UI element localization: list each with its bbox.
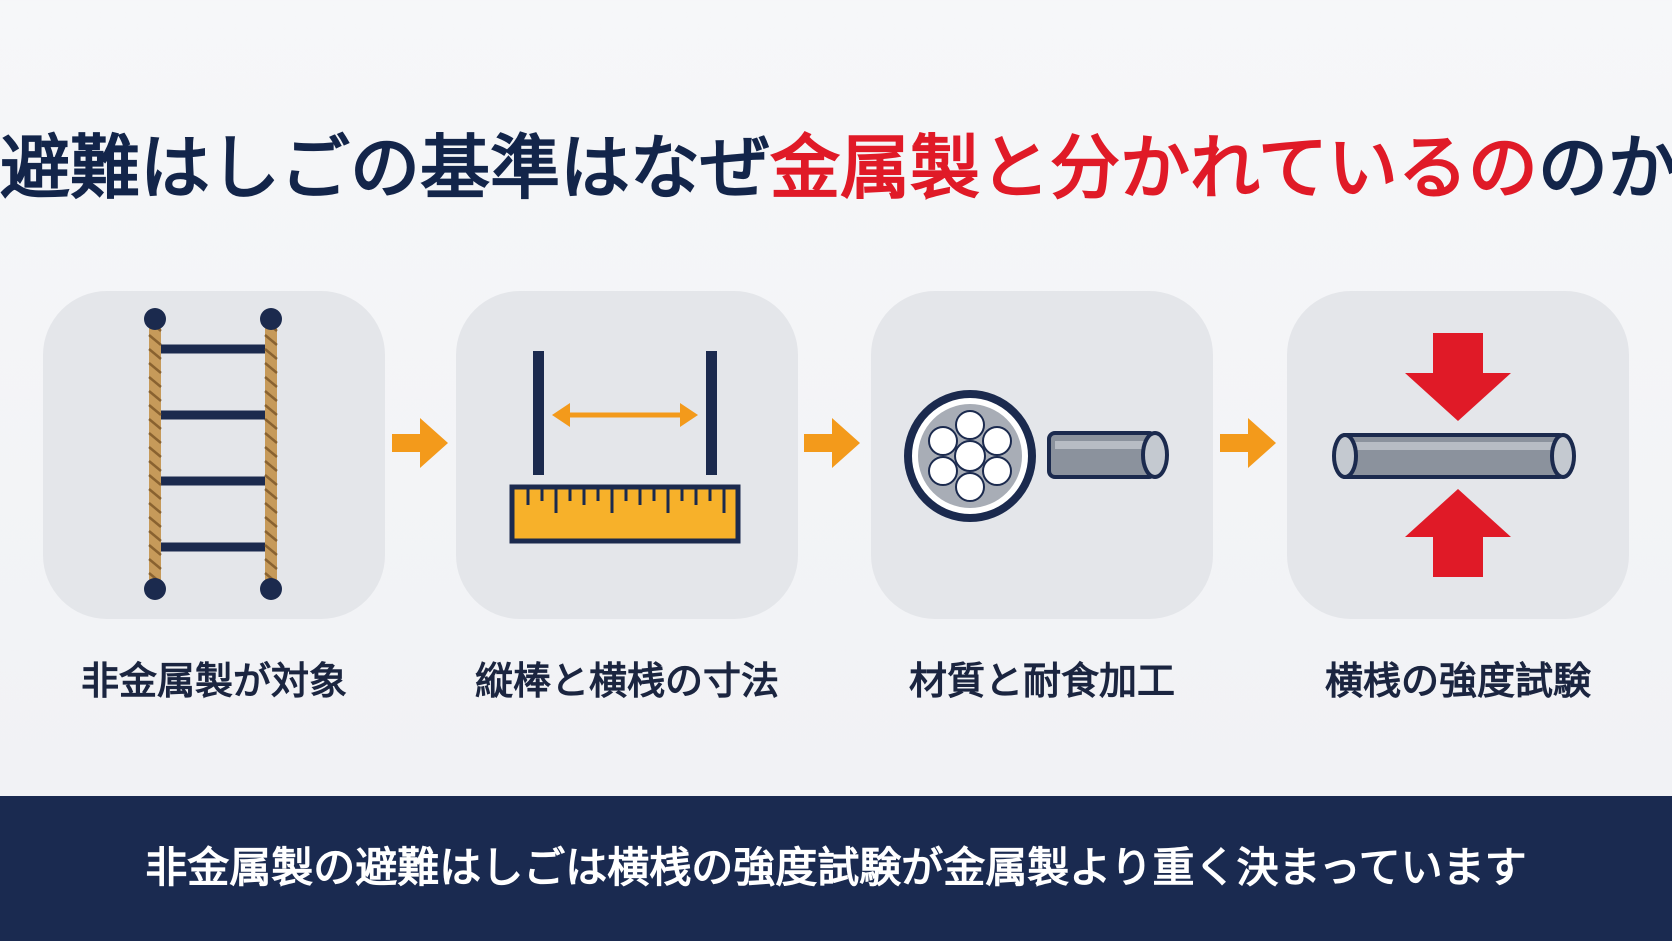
flow-arrow-1-icon [392, 418, 448, 468]
step-label-3: 材質と耐食加工 [908, 659, 1175, 703]
summary-banner: 非金属製の避難はしごは横桟の強度試験が金属製より重く決まっています [0, 796, 1672, 941]
step-card-1 [43, 291, 385, 619]
ruler-measure-icon [509, 351, 741, 544]
title-part-1: 避難はしごの基準はなぜ [0, 127, 770, 209]
summary-text: 非金属製の避難はしごは横桟の強度試験が金属製より重く決まっています [145, 843, 1527, 892]
flow-arrow-3-icon [1220, 418, 1276, 468]
flow-arrow-2-icon [804, 418, 860, 468]
rope-ladder-icon [144, 308, 282, 600]
title-part-3: のか [1537, 127, 1672, 209]
step-label-1: 非金属製が対象 [80, 659, 347, 703]
step-label-4: 横桟の強度試験 [1324, 659, 1591, 703]
wire-rope-rod-icon [904, 390, 1169, 522]
step-label-2: 縦棒と横桟の寸法 [474, 659, 779, 703]
step-card-3 [871, 291, 1213, 619]
title-accent: 金属製と分かれているの [770, 127, 1538, 209]
step-card-2 [456, 291, 798, 619]
compression-test-icon [1332, 333, 1576, 577]
page-title: 避難はしごの基準はなぜ金属製と分かれているののか [0, 112, 1672, 213]
step-card-4 [1287, 291, 1629, 619]
